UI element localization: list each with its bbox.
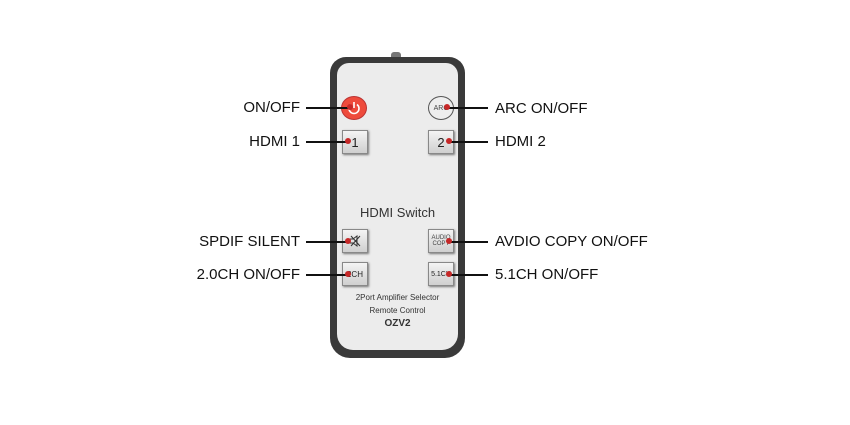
callout-dot xyxy=(446,271,452,277)
ir-emitter xyxy=(391,52,401,58)
remote-model: OZV2 xyxy=(384,318,411,329)
callout-power: ON/OFF xyxy=(243,99,300,116)
callout-audio-copy: AVDIO COPY ON/OFF xyxy=(495,233,648,250)
callout-line xyxy=(306,241,350,243)
callout-spdif: SPDIF SILENT xyxy=(199,233,300,250)
power-button[interactable] xyxy=(341,96,367,120)
mute-icon xyxy=(349,235,361,247)
callout-dot xyxy=(446,138,452,144)
callout-line xyxy=(306,107,350,109)
callout-51ch: 5.1CH ON/OFF xyxy=(495,266,599,283)
callout-dot xyxy=(345,238,351,244)
remote-subtitle-2: Remote Control xyxy=(369,306,426,315)
remote-title: HDMI Switch xyxy=(359,205,436,220)
callout-dot xyxy=(347,104,353,110)
callout-dot xyxy=(446,238,452,244)
callout-hdmi1: HDMI 1 xyxy=(249,133,300,150)
callout-2ch: 2.0CH ON/OFF xyxy=(196,266,300,283)
callout-line xyxy=(306,274,350,276)
callout-dot xyxy=(345,271,351,277)
callout-dot xyxy=(345,138,351,144)
callout-line xyxy=(448,274,488,276)
callout-line xyxy=(306,141,350,143)
callout-dot xyxy=(444,104,450,110)
callout-hdmi2: HDMI 2 xyxy=(495,133,546,150)
callout-line xyxy=(448,141,488,143)
callout-arc: ARC ON/OFF xyxy=(495,100,588,117)
remote-subtitle-1: 2Port Amplifier Selector xyxy=(355,293,440,302)
callout-line xyxy=(448,241,488,243)
callout-line xyxy=(446,107,488,109)
